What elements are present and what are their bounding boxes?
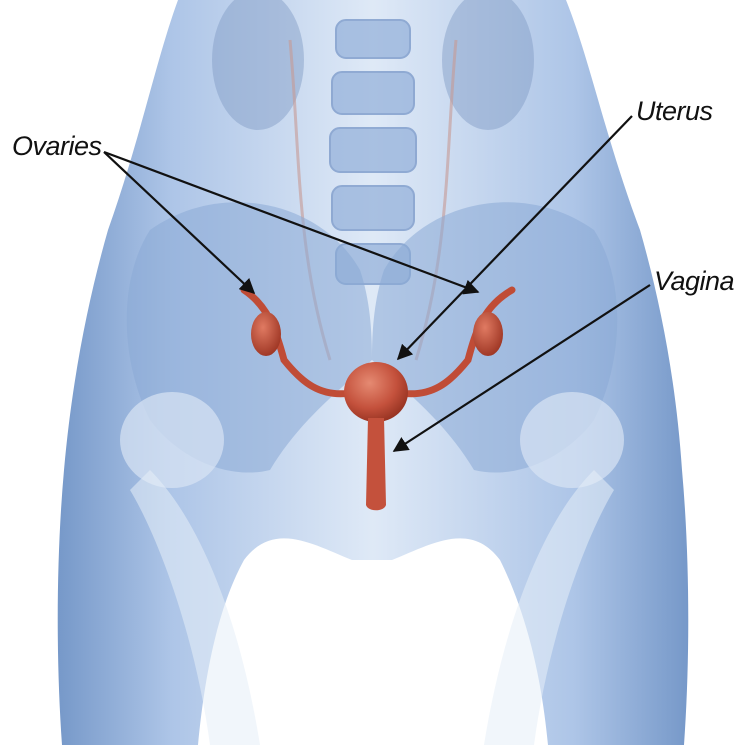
label-uterus: Uterus: [636, 98, 713, 125]
label-ovaries: Ovaries: [12, 133, 102, 160]
left-ovary: [251, 312, 281, 356]
uterus: [344, 362, 408, 422]
label-vagina: Vagina: [654, 268, 734, 295]
vagina: [366, 418, 386, 510]
right-femur-head: [520, 392, 624, 488]
left-femur-head: [120, 392, 224, 488]
leg-gap: [352, 560, 392, 745]
right-ovary: [473, 312, 503, 356]
